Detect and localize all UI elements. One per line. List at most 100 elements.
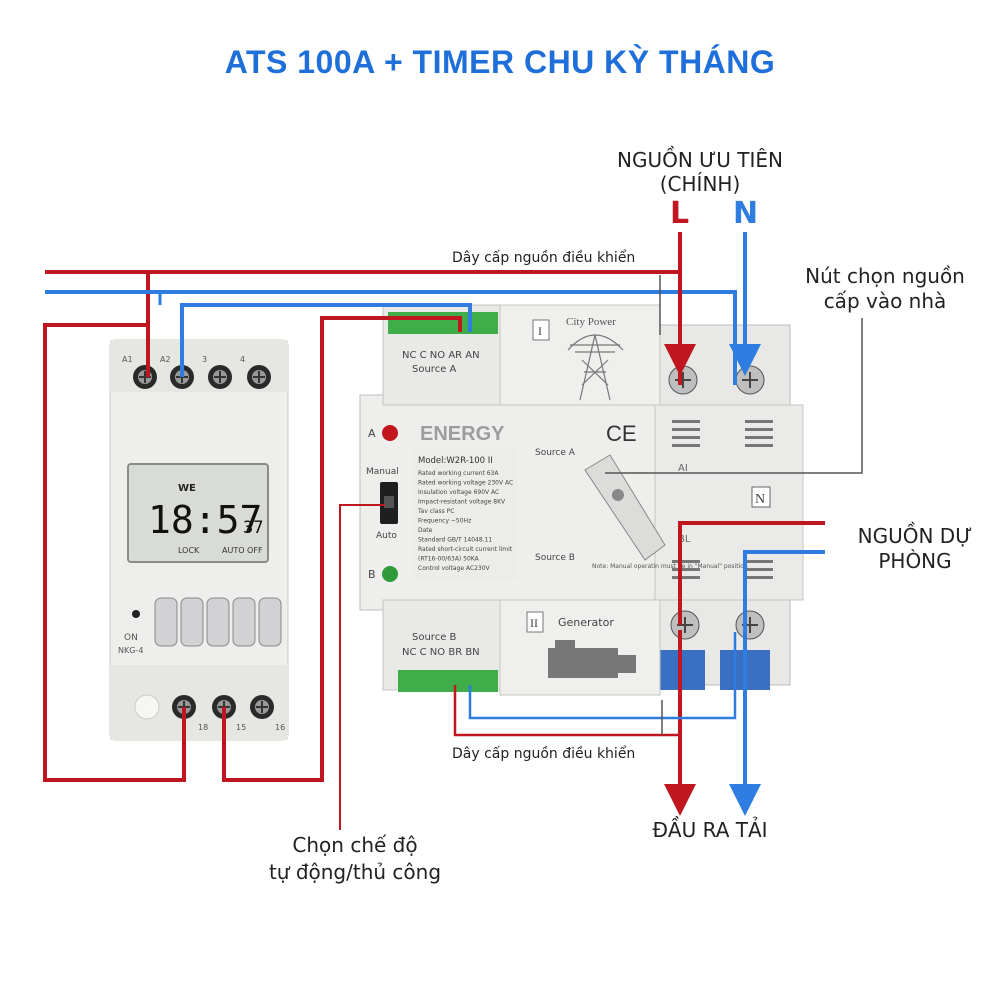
led-b-label: B	[368, 568, 376, 581]
timer-on-label: ON	[124, 633, 138, 643]
timer-button[interactable]	[154, 597, 178, 647]
spec-line: Insulation voltage 690V AC	[418, 489, 499, 496]
select-button-line2: cấp vào nhà	[823, 289, 947, 313]
led-b-indicator	[382, 566, 398, 582]
select-button-line1: Nút chọn nguồn	[805, 264, 965, 288]
timer-seconds: 37	[243, 518, 263, 538]
reset-hole-icon	[134, 694, 160, 720]
screw-terminal-icon	[247, 365, 271, 389]
neutral-N-label: N	[733, 196, 759, 231]
spec-line: Rated working current 63A	[418, 470, 499, 477]
spec-line: Date	[418, 527, 433, 534]
backup-source-line2: PHÒNG	[878, 549, 952, 573]
red-wire	[222, 316, 462, 782]
spec-line: Rated working voltage 230V AC	[418, 480, 513, 487]
phase-L-label: L	[670, 196, 690, 231]
red-wire	[678, 521, 825, 625]
spec-line: Control voltage AC230V	[418, 565, 491, 572]
bl-label: BL	[678, 534, 691, 545]
blue-wire	[468, 632, 737, 720]
led-a-indicator	[382, 425, 398, 441]
spec-line: Tav class PC	[417, 508, 454, 515]
timer-terminal-label: 18	[198, 723, 208, 732]
blue-wire	[743, 550, 825, 630]
roman-numeral-ii: II	[530, 616, 538, 630]
source-a-switch-label: Source A	[535, 448, 576, 458]
generator-icon	[548, 640, 636, 678]
timer-button[interactable]	[232, 597, 256, 647]
control-cable-bottom-label: Dây cấp nguồn điều khiển	[452, 746, 636, 762]
screw-terminal-icon	[735, 365, 765, 395]
manual-label: Manual	[366, 467, 399, 477]
source-b-terminal-strip	[398, 670, 498, 692]
timer-terminal-label: 3	[202, 355, 207, 364]
red-wire-source-b	[453, 685, 680, 737]
mode-select-line2: tự động/thủ công	[268, 860, 442, 884]
spec-label: Model:W2R-100 II Rated working current 6…	[413, 448, 518, 580]
power-tower-icon	[567, 334, 624, 401]
mode-select-line1: Chọn chế độ	[292, 833, 418, 857]
model-text: Model:W2R-100 II	[418, 456, 493, 466]
priority-source-line1: NGUỒN ƯU TIÊN	[616, 148, 784, 172]
timer-terminal-label: 16	[275, 723, 285, 732]
backup-source-line1: NGUỒN DỰ	[857, 524, 973, 548]
screw-terminal-icon	[668, 365, 698, 395]
timer-model: NKG-4	[118, 646, 143, 655]
timer-button[interactable]	[180, 597, 204, 647]
red-wire	[453, 685, 680, 737]
timer-terminal-label: A1	[122, 355, 133, 364]
backup-source-label: NGUỒN DỰ PHÒNG	[840, 524, 990, 574]
timer-device: A1 A2 3 4 WE 18:57 37 LOCK AUTO OFF ON N…	[109, 339, 289, 741]
ce-mark: CE	[606, 421, 637, 446]
auto-label: Auto	[376, 531, 397, 541]
screw-terminal-icon	[735, 610, 765, 640]
callout-line	[605, 318, 863, 474]
timer-auto-status: AUTO OFF	[222, 546, 263, 555]
ai-label: AI	[678, 463, 688, 474]
mode-select-label: Chọn chế độ tự động/thủ công	[250, 832, 460, 886]
timer-terminal-label: 4	[240, 355, 245, 364]
source-a-terminal-strip	[388, 312, 498, 334]
timer-lock-status: LOCK	[178, 546, 200, 555]
on-indicator-dot	[132, 610, 140, 618]
selector-screw-icon	[612, 489, 624, 501]
blue-wire	[180, 303, 472, 377]
screw-terminal-icon	[133, 365, 157, 389]
timer-terminal-label: A2	[160, 355, 171, 364]
generator-label: Generator	[558, 616, 614, 629]
load-output-label: ĐẦU RA TẢI	[652, 818, 768, 842]
spec-line: Rated short-circuit current limit	[418, 546, 513, 553]
source-a-terminals-label: NC C NO AR AN	[402, 350, 480, 361]
source-b-switch-label: Source B	[535, 553, 575, 563]
note-text: Note: Manual operatin must be in "Manual…	[592, 563, 748, 570]
red-wire	[43, 323, 186, 782]
timer-button[interactable]	[258, 597, 282, 647]
select-button-label: Nút chọn nguồn cấp vào nhà	[785, 264, 985, 314]
source-b-terminals-label: NC C NO BR BN	[402, 647, 480, 658]
page-title: ATS 100A + TIMER CHU KỲ THÁNG	[224, 44, 776, 80]
spec-line: Frequency ~50Hz	[418, 518, 471, 525]
source-a-label: Source A	[412, 364, 457, 375]
screw-terminal-icon	[670, 610, 700, 640]
timer-lcd	[127, 463, 269, 563]
spec-line: Impact-resistant voltage 8KV	[418, 499, 506, 506]
source-b-label: Source B	[412, 632, 457, 643]
timer-button[interactable]	[206, 597, 230, 647]
timer-terminal-label: 15	[236, 723, 246, 732]
spec-line: Standard GB/T 14048.11	[418, 537, 492, 544]
timer-time: 18:57	[148, 498, 262, 542]
roman-numeral-i: I	[538, 324, 542, 338]
red-wire	[339, 504, 385, 830]
led-a-label: A	[368, 427, 376, 440]
priority-source-line2: (CHÍNH)	[659, 172, 741, 196]
brand-name: City Power	[566, 316, 616, 328]
priority-source-label: NGUỒN ƯU TIÊN (CHÍNH)	[610, 148, 790, 196]
watermark: ENERGY	[420, 423, 505, 445]
timer-day: WE	[178, 483, 196, 494]
spec-line: (RT16-00/63A) 50KA	[418, 556, 480, 563]
screw-terminal-icon	[208, 365, 232, 389]
source-selector-handle[interactable]	[584, 454, 666, 561]
control-cable-top-label: Dây cấp nguồn điều khiển	[452, 250, 636, 266]
n-pole-label: N	[755, 492, 765, 507]
